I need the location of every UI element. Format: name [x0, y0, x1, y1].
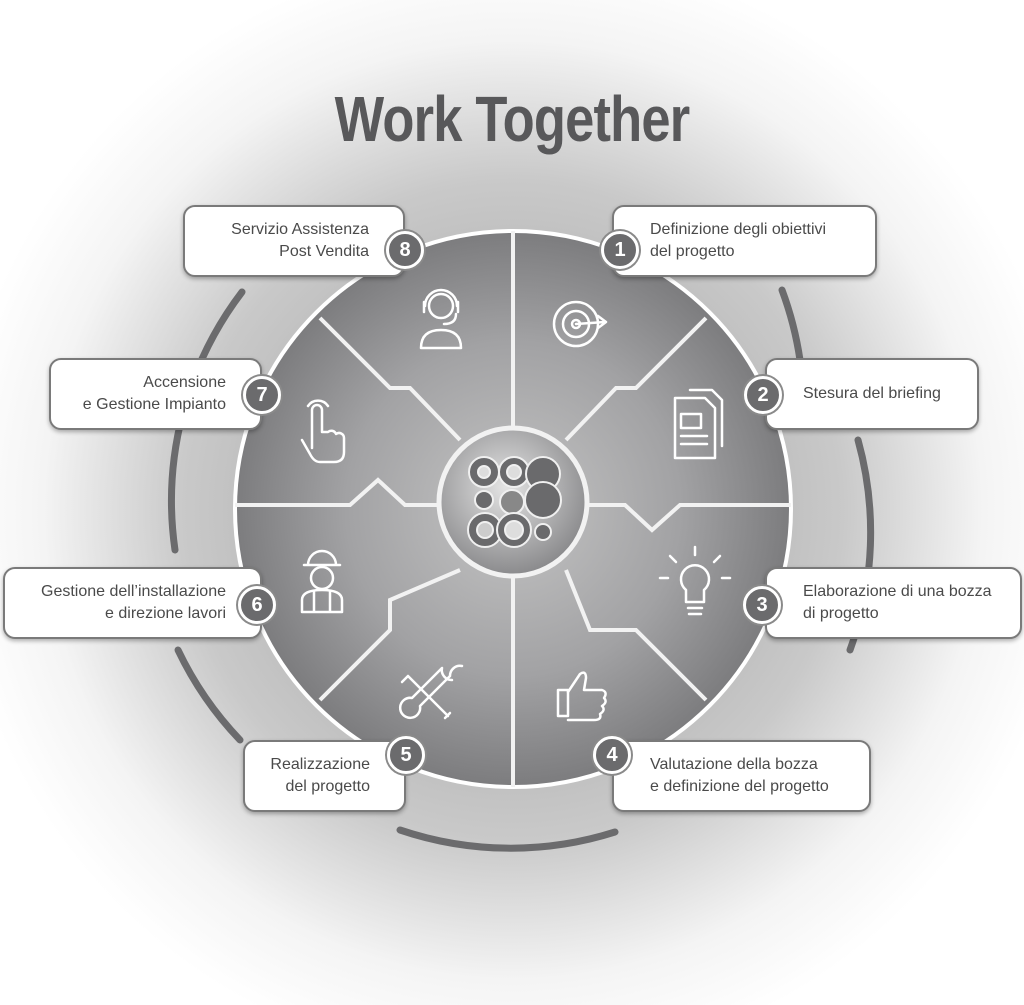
step-2-box: Stesura del briefing	[765, 358, 979, 430]
step-1-badge: 1	[601, 231, 639, 269]
step-3-label-2: di progetto	[803, 605, 879, 622]
tools-icon	[398, 664, 464, 720]
step-8-label: Servizio Assistenza	[231, 221, 369, 238]
step-6-box: Gestione dell’installazione e direzione l…	[3, 567, 262, 639]
step-6-label: Gestione dell’installazione	[41, 583, 226, 600]
step-4-box: Valutazione della bozza e definizione del…	[612, 740, 871, 812]
step-2-badge: 2	[744, 376, 782, 414]
step-3-box: Elaborazione di una bozza di progetto	[765, 567, 1022, 639]
thumbs-up-icon	[556, 671, 607, 722]
worker-icon	[300, 549, 344, 614]
step-4-label: Valutazione della bozza	[650, 756, 818, 773]
step-7-badge: 7	[243, 376, 281, 414]
lightbulb-icon	[658, 545, 732, 616]
step-1-label: Definizione degli obiettivi	[650, 221, 827, 238]
step-4-label-2: e definizione del progetto	[650, 778, 829, 795]
step-2-label: Stesura del briefing	[803, 385, 941, 402]
step-3-badge: 3	[743, 586, 781, 624]
step-5-badge: 5	[387, 736, 425, 774]
target-icon	[552, 300, 608, 348]
step-1-box: Definizione degli obiettivi del progetto	[612, 205, 877, 277]
center-logo	[467, 456, 562, 548]
step-8-label-2: Post Vendita	[279, 243, 369, 260]
step-5-label: Realizzazione	[270, 756, 370, 773]
documents-icon	[673, 388, 724, 460]
step-7-label: Accensione	[143, 374, 226, 391]
step-4-badge: 4	[593, 736, 631, 774]
step-6-badge: 6	[238, 586, 276, 624]
step-7-label-2: e Gestione Impianto	[82, 396, 226, 413]
step-8-badge: 8	[386, 231, 424, 269]
hand-pointer-icon	[300, 399, 346, 464]
step-5-label-2: del progetto	[285, 778, 370, 795]
segment-dividers	[235, 231, 791, 787]
step-3-label: Elaborazione di una bozza	[803, 583, 992, 600]
headset-icon	[419, 288, 463, 350]
page-title: Work Together	[334, 83, 691, 155]
step-6-label-2: e direzione lavori	[105, 605, 226, 622]
step-5-box: Realizzazione del progetto	[243, 740, 406, 812]
step-1-label-2: del progetto	[650, 243, 735, 260]
step-7-box: Accensione e Gestione Impianto	[49, 358, 262, 430]
